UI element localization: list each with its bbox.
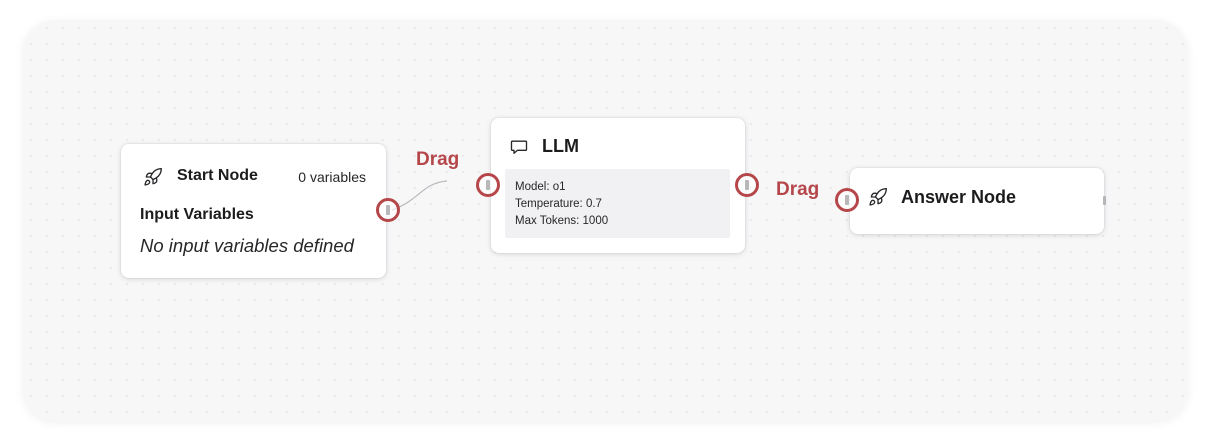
llm-output-handle[interactable] [735, 173, 759, 197]
input-variables-heading: Input Variables [140, 206, 254, 223]
rocket-icon [143, 167, 163, 187]
start-output-handle[interactable] [376, 198, 400, 222]
answer-node-title: Answer Node [901, 187, 1017, 207]
llm-input-handle[interactable] [476, 173, 500, 197]
answer-output-handle[interactable] [1103, 196, 1106, 205]
llm-node-title: LLM [542, 136, 579, 156]
drag-annotation: Drag [776, 179, 820, 200]
max-tokens-value: Max Tokens: 1000 [515, 215, 609, 227]
answer-node[interactable]: Answer Node [850, 168, 1106, 234]
start-node-title: Start Node [177, 167, 258, 184]
llm-node[interactable]: LLM Model: o1 Temperature: 0.7 Max Token… [491, 118, 745, 253]
empty-variables-message: No input variables defined [140, 235, 354, 256]
answer-input-handle[interactable] [835, 188, 859, 212]
drag-annotation: Drag [416, 149, 460, 170]
llm-config-panel: Model: o1 Temperature: 0.7 Max Tokens: 1… [505, 169, 730, 238]
start-node[interactable]: Start Node 0 variables Input Variables N… [121, 144, 386, 278]
temperature-value: Temperature: 0.7 [515, 198, 602, 210]
chat-bubble-icon [509, 137, 529, 157]
rocket-icon [868, 187, 888, 207]
model-value: Model: o1 [515, 181, 566, 193]
variables-count: 0 variables [298, 169, 366, 185]
